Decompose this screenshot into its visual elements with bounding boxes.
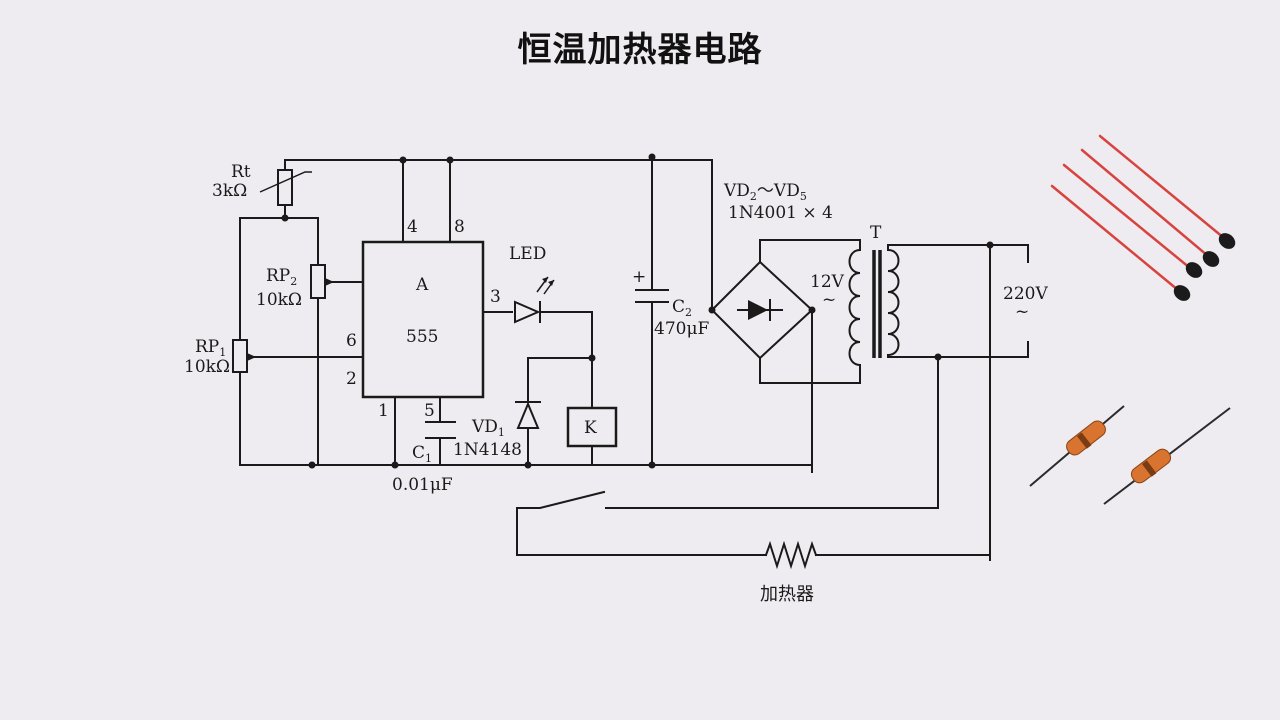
pin-2-label: 2 [346, 369, 357, 389]
c1-label: C1 [412, 443, 432, 465]
primary-ac: ~ [1015, 302, 1029, 322]
rp2-value: 10kΩ [256, 290, 302, 310]
pin-5-label: 5 [424, 401, 435, 421]
heater-label: 加热器 [760, 584, 814, 605]
wires [239, 159, 1029, 561]
secondary-ac: ~ [822, 290, 836, 310]
pin-1-label: 1 [378, 401, 389, 421]
rt-label: Rt [231, 162, 251, 182]
primary-voltage: 220V [1003, 284, 1048, 304]
rp1-potentiometer [232, 339, 256, 373]
c2-label: C2 [672, 297, 692, 319]
pin-8-label: 8 [454, 217, 465, 237]
ic-type: 555 [406, 327, 438, 347]
ic-555-body [361, 240, 485, 399]
vd1-diode [515, 401, 541, 429]
page-title: 恒温加热器电路 [517, 30, 763, 70]
secondary-voltage: 12V [810, 272, 845, 292]
relay-coil [566, 406, 618, 448]
led-label: LED [509, 244, 546, 264]
junction-dots [281, 153, 994, 469]
led-diode [514, 276, 555, 324]
pin-6-label: 6 [346, 331, 357, 351]
transformer [848, 244, 900, 367]
rt-thermistor [259, 169, 312, 206]
vd1-part: 1N4148 [453, 440, 522, 460]
ic-name: A [415, 275, 429, 295]
rp1-value: 10kΩ [184, 357, 230, 377]
rp2-label: RP2 [266, 266, 297, 288]
bridge-diode-symbol [737, 299, 783, 321]
transformer-label: T [870, 223, 882, 243]
bridge-part: 1N4001 × 4 [728, 203, 833, 223]
pin-4-label: 4 [407, 217, 418, 237]
vd1-label: VD1 [471, 417, 505, 439]
c2-value: 470μF [654, 319, 709, 339]
glass-diode-icon [1029, 405, 1231, 505]
relay-label: K [584, 418, 597, 438]
heater-resistor [764, 540, 818, 570]
rt-value: 3kΩ [212, 181, 247, 201]
pin-3-label: 3 [490, 287, 501, 307]
c2-plus: + [632, 267, 646, 287]
rp1-label: RP1 [195, 337, 226, 359]
c2-capacitor [635, 289, 669, 303]
c1-capacitor [425, 421, 456, 439]
rp2-potentiometer [310, 264, 334, 299]
thermistor-icon [1050, 134, 1236, 301]
c1-value: 0.01μF [392, 475, 453, 495]
bridge-label: VD2～VD5 [723, 181, 807, 203]
